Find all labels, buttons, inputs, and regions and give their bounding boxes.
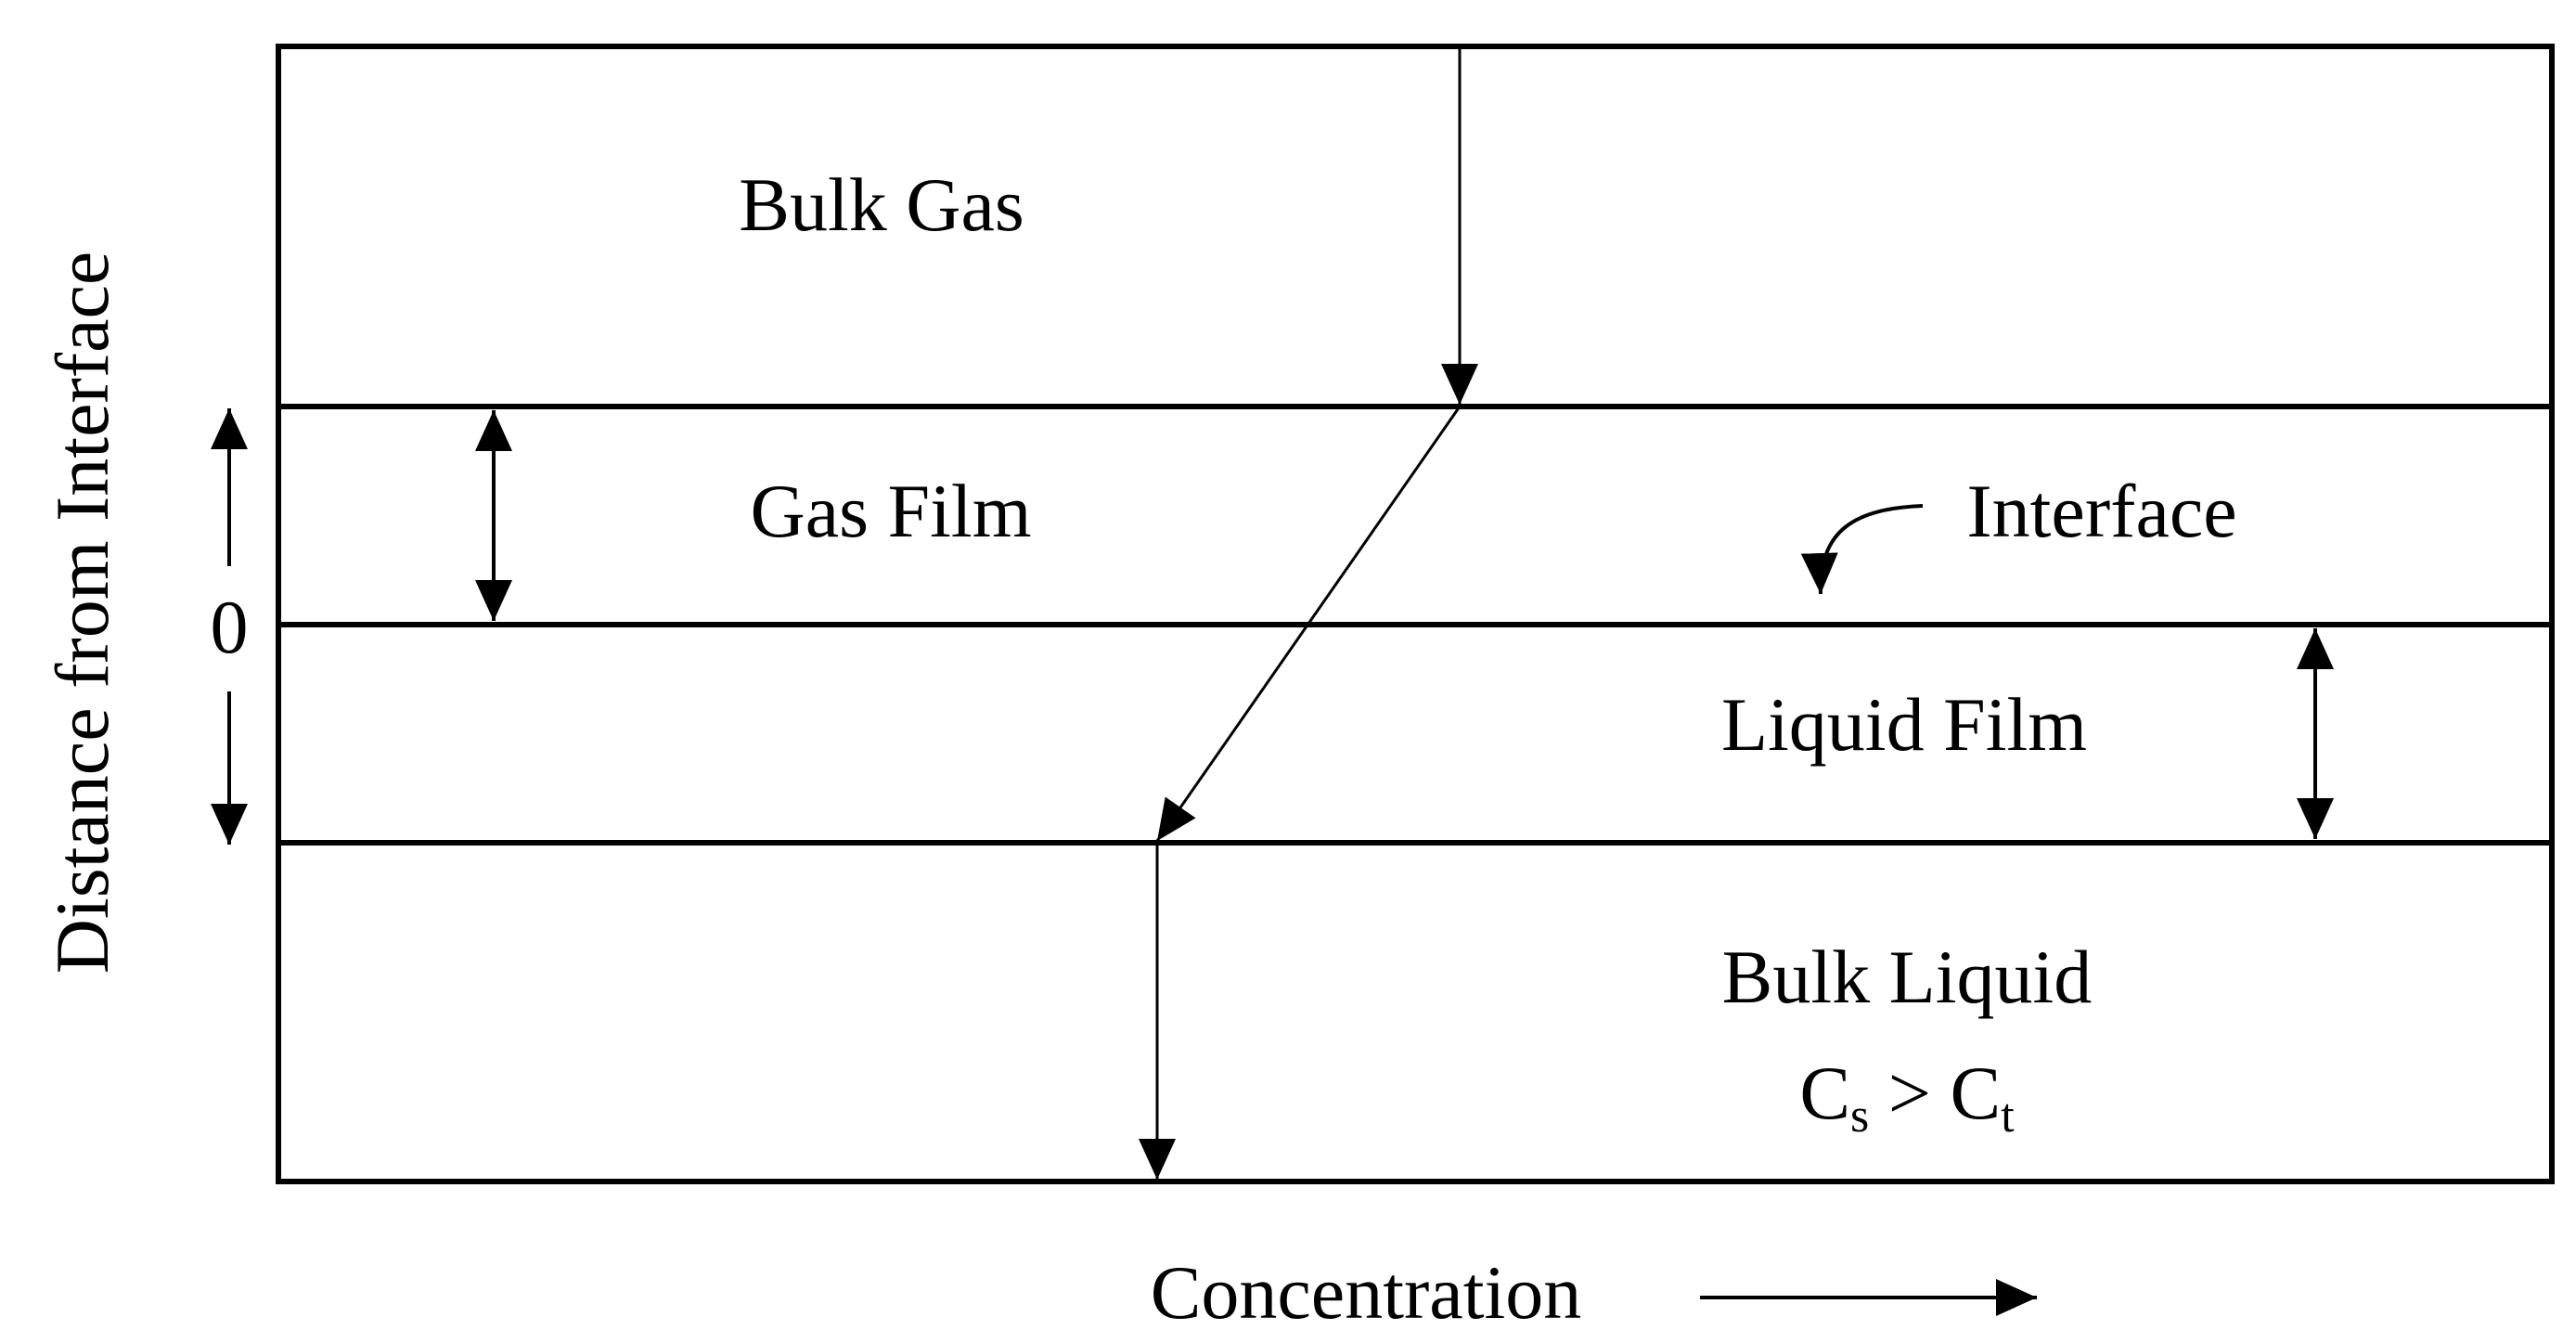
bulk-liquid-label: Bulk Liquid (1722, 935, 2093, 1019)
liquid-film-label: Liquid Film (1721, 682, 2087, 767)
bulk-gas-label: Bulk Gas (739, 162, 1024, 247)
condition-left-symbol: C (1799, 1051, 1850, 1135)
gas-film-label: Gas Film (751, 469, 1032, 553)
condition-operator: > (1869, 1051, 1950, 1135)
interface-label: Interface (1966, 469, 2236, 553)
diagram-frame (276, 44, 2555, 1184)
x-axis-label: Concentration (1151, 1250, 1582, 1335)
interface-callout-arrow (1800, 504, 1924, 595)
zero-label: 0 (211, 585, 249, 669)
condition-right-subscript: t (2001, 1090, 2015, 1143)
concentration-condition: Cs > Ct (1799, 1051, 2015, 1143)
condition-left-subscript: s (1850, 1090, 1869, 1143)
condition-right-symbol: C (1951, 1051, 2002, 1135)
y-axis-label: Distance from Interface (40, 252, 124, 975)
film-profile-arrow (1155, 406, 1462, 842)
